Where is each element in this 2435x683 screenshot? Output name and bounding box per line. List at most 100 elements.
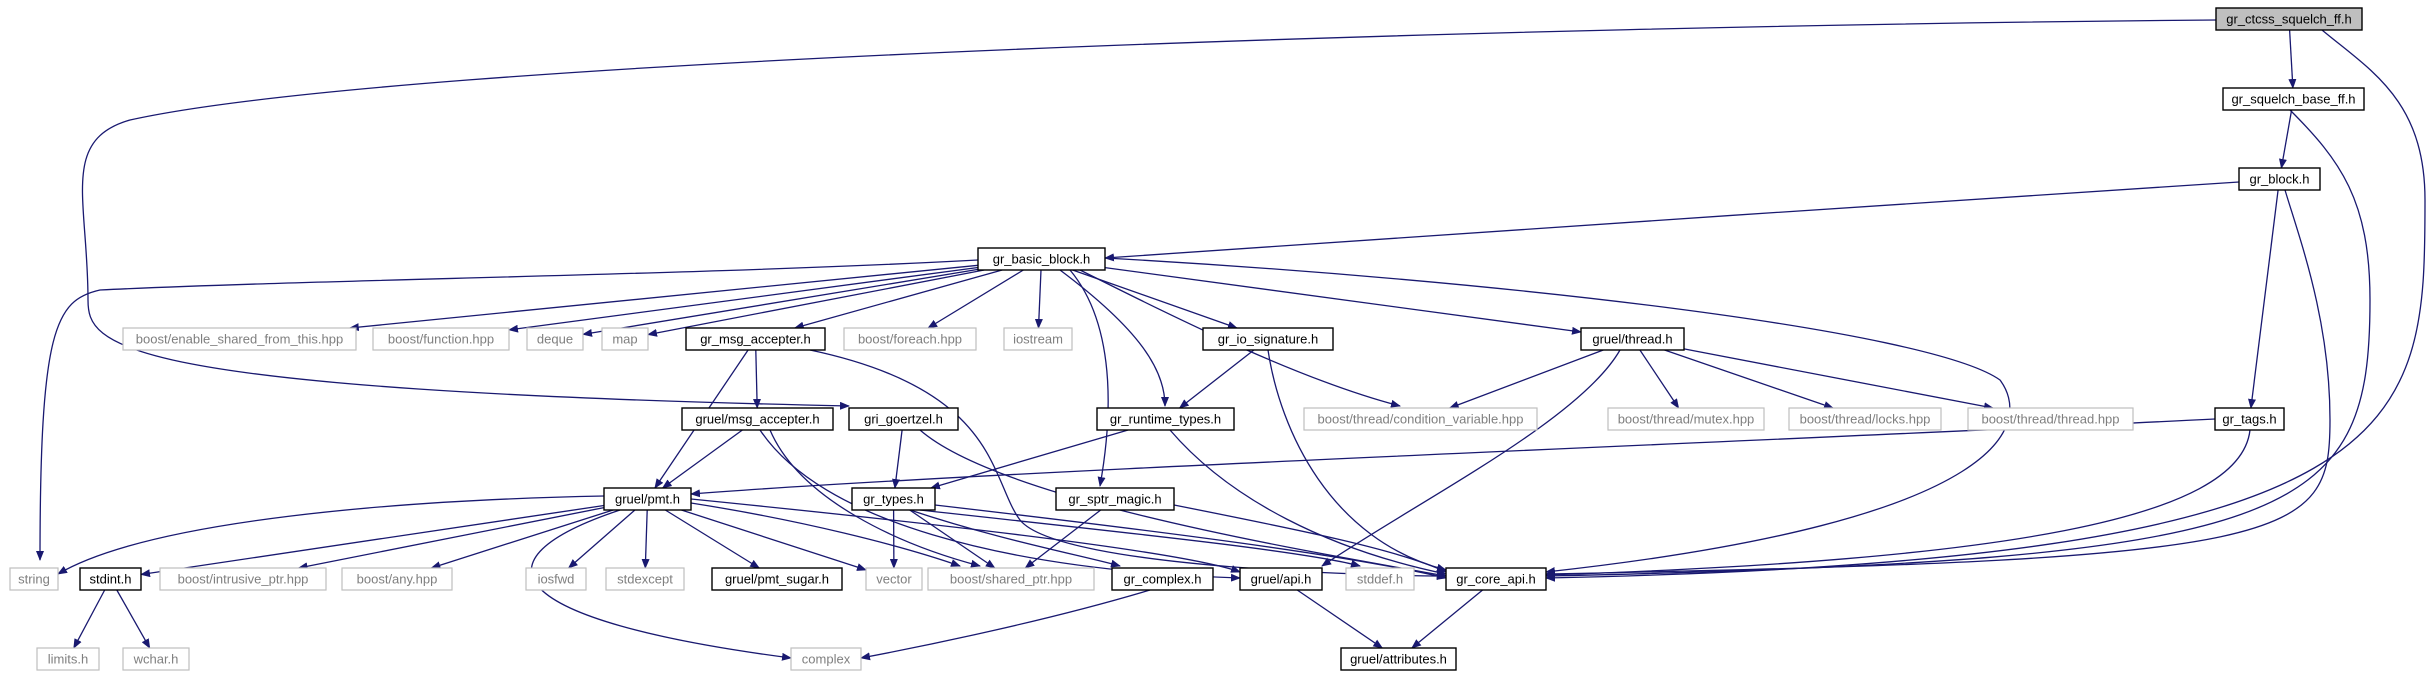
node-box <box>79 567 142 591</box>
node-label: stdexcept <box>617 572 673 587</box>
edge-gri_goertzel_h-to-gr_core_api_h <box>919 429 1447 579</box>
node-gr_runtime_types_h[interactable]: gr_runtime_types.h <box>1096 407 1235 431</box>
node-box <box>851 487 936 511</box>
node-gr_core_api_h[interactable]: gr_core_api.h <box>1445 567 1547 591</box>
node-limits_h: limits.h <box>36 647 100 671</box>
node-label: gr_runtime_types.h <box>1110 412 1221 427</box>
node-box <box>372 327 510 351</box>
node-box <box>605 567 685 591</box>
edge-gr_basic_block_h-to-gruel_thread_h <box>1104 266 1582 335</box>
edge-gr_squelch_base_ff_h-to-gr_core_api_h <box>1545 109 2371 580</box>
node-label: limits.h <box>48 652 88 667</box>
node-label: boost/shared_ptr.hpp <box>950 572 1072 587</box>
edge-gr_block_h-to-gr_tags_h <box>2248 189 2279 409</box>
node-label: boost/function.hpp <box>388 332 494 347</box>
edge-gruel_thread_h-to-boost_thread <box>1683 348 1994 411</box>
edges-layer <box>36 19 2426 661</box>
node-label: boost/thread/mutex.hpp <box>1618 412 1755 427</box>
node-label: gr_types.h <box>863 492 924 507</box>
edge-gruel_pmt_h-to-string <box>57 495 605 575</box>
node-gr_sptr_magic_h[interactable]: gr_sptr_magic.h <box>1055 487 1175 511</box>
node-string: string <box>9 567 59 591</box>
edge-stdint_h-to-wchar_h <box>116 589 151 649</box>
edge-gruel_pmt_h-to-stdexcept <box>641 509 650 569</box>
node-deque: deque <box>526 327 584 351</box>
node-label: gr_complex.h <box>1123 572 1201 587</box>
node-stdint_h[interactable]: stdint.h <box>79 567 142 591</box>
edge-gruel_thread_h-to-boost_mutex <box>1639 349 1680 409</box>
edge-gr_basic_block_h-to-boost_foreach <box>927 269 1024 329</box>
node-box <box>685 327 826 351</box>
edge-gr_basic_block_h-to-gr_msg_accepter_h <box>793 269 1003 330</box>
node-label: gr_sptr_magic.h <box>1068 492 1161 507</box>
node-stdexcept: stdexcept <box>605 567 685 591</box>
node-label: boost/enable_shared_from_this.hpp <box>136 332 343 347</box>
node-label: boost/intrusive_ptr.hpp <box>178 572 309 587</box>
node-boost_shared_ptr: boost/shared_ptr.hpp <box>927 567 1095 591</box>
node-box <box>1055 487 1175 511</box>
edge-gr_basic_block_h-to-gr_sptr_magic_h <box>1069 269 1109 487</box>
node-map: map <box>601 327 649 351</box>
node-box <box>122 327 357 351</box>
node-gruel_pmt_sugar_h[interactable]: gruel/pmt_sugar.h <box>711 567 843 591</box>
node-box <box>526 327 584 351</box>
edge-gr_complex_h-to-complex <box>860 589 1151 661</box>
node-box <box>601 327 649 351</box>
node-label: gruel/thread.h <box>1592 332 1672 347</box>
edge-gr_block_h-to-gr_core_api_h <box>1545 189 2331 578</box>
edge-gr_runtime_types_h-to-gr_types_h <box>929 429 1129 490</box>
node-box <box>1345 567 1415 591</box>
edge-gruel_thread_h-to-boost_condition_variable <box>1448 349 1604 409</box>
node-label: gruel/pmt_sugar.h <box>725 572 829 587</box>
node-boost_mutex: boost/thread/mutex.hpp <box>1607 407 1765 431</box>
node-gr_types_h[interactable]: gr_types.h <box>851 487 936 511</box>
node-box <box>36 647 100 671</box>
node-gruel_attributes_h[interactable]: gruel/attributes.h <box>1340 647 1457 671</box>
node-gruel_api_h[interactable]: gruel/api.h <box>1239 567 1323 591</box>
node-label: wchar.h <box>133 652 179 667</box>
node-iostream: iostream <box>1003 327 1073 351</box>
edge-gr_ctcss_squelch_ff_h-to-gr_core_api_h <box>1545 29 2426 582</box>
node-label: gruel/pmt.h <box>615 492 680 507</box>
edge-gr_ctcss_squelch_ff_h-to-gri_goertzel_h <box>81 19 2217 410</box>
node-gr_block_h[interactable]: gr_block.h <box>2238 167 2321 191</box>
node-box <box>681 407 834 431</box>
node-gr_complex_h[interactable]: gr_complex.h <box>1111 567 1214 591</box>
node-gr_squelch_base_ff_h[interactable]: gr_squelch_base_ff.h <box>2222 87 2365 111</box>
node-gri_goertzel_h[interactable]: gri_goertzel.h <box>848 407 959 431</box>
node-gr_io_signature_h[interactable]: gr_io_signature.h <box>1202 327 1334 351</box>
node-label: vector <box>876 572 912 587</box>
node-box <box>1445 567 1547 591</box>
edge-gr_basic_block_h-to-boost_function <box>508 266 979 333</box>
node-label: boost/foreach.hpp <box>858 332 962 347</box>
node-box <box>603 487 692 511</box>
node-box <box>159 567 327 591</box>
edge-gr_types_h-to-stddef_h <box>919 509 1361 568</box>
edge-gr_sptr_magic_h-to-gr_core_api_h <box>1173 504 1447 573</box>
node-boost_locks: boost/thread/locks.hpp <box>1788 407 1942 431</box>
node-box <box>525 567 587 591</box>
node-gr_msg_accepter_h[interactable]: gr_msg_accepter.h <box>685 327 826 351</box>
edge-gr_runtime_types_h-to-gr_core_api_h <box>1169 429 1447 577</box>
edge-gr_basic_block_h-to-iostream <box>1034 269 1043 329</box>
node-label: gr_msg_accepter.h <box>700 332 811 347</box>
node-gruel_msg_accepter_h[interactable]: gruel/msg_accepter.h <box>681 407 834 431</box>
node-label: gr_core_api.h <box>1456 572 1536 587</box>
node-gruel_thread_h[interactable]: gruel/thread.h <box>1580 327 1685 351</box>
node-gr_ctcss_squelch_ff_h[interactable]: gr_ctcss_squelch_ff.h <box>2215 7 2363 31</box>
node-label: stddef.h <box>1357 572 1403 587</box>
node-box <box>2215 7 2363 31</box>
edge-gruel_thread_h-to-boost_locks <box>1664 349 1834 409</box>
node-box <box>2214 407 2285 431</box>
node-box <box>1239 567 1323 591</box>
node-gruel_pmt_h[interactable]: gruel/pmt.h <box>603 487 692 511</box>
node-label: gri_goertzel.h <box>864 412 943 427</box>
node-box <box>1303 407 1538 431</box>
node-gr_tags_h[interactable]: gr_tags.h <box>2214 407 2285 431</box>
node-box <box>1788 407 1942 431</box>
node-gr_basic_block_h[interactable]: gr_basic_block.h <box>977 247 1106 271</box>
node-label: gr_tags.h <box>2222 412 2276 427</box>
edge-gr_io_signature_h-to-gr_core_api_h <box>1267 349 1447 572</box>
edge-gruel_pmt_h-to-boost_intrusive_ptr <box>297 506 605 571</box>
node-label: gr_ctcss_squelch_ff.h <box>2226 12 2352 27</box>
